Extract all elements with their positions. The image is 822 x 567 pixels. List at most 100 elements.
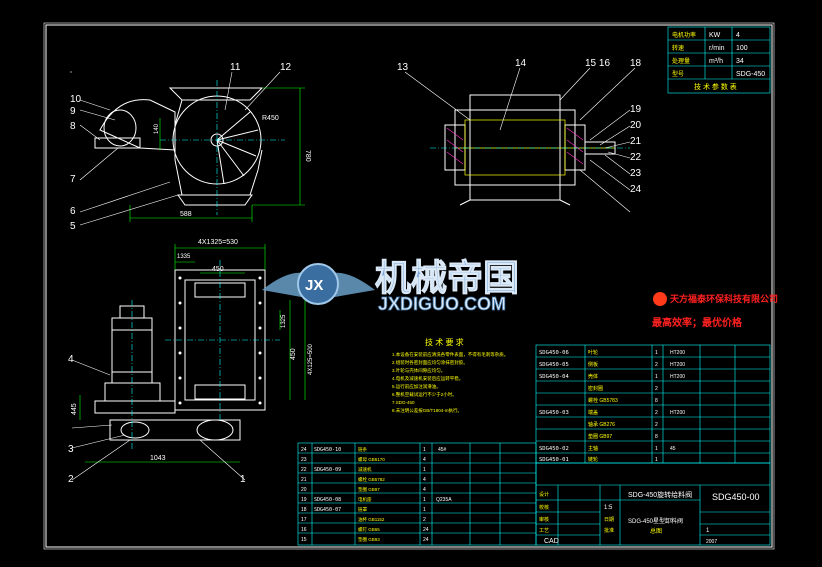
leaders-plan: [71, 359, 246, 481]
bomL-r4-no: 20: [301, 487, 307, 493]
bom-r5-name: 端盖: [588, 409, 598, 416]
dim-plan-e: 1325: [281, 314, 287, 328]
bom-r2-mat: HT200: [670, 374, 685, 380]
bom-r9-qty: 1: [655, 457, 658, 463]
plan-view: [94, 269, 266, 441]
bomL-r3-qty: 4: [423, 477, 426, 483]
spec-r2-c0: 处理量: [672, 57, 690, 65]
logo-gear: [297, 263, 339, 305]
bomL-r0-no: 24: [301, 447, 307, 453]
bom-r8-code: SDG450-02: [539, 446, 569, 452]
tech-note-5: 5.运行前应加注润滑油。: [392, 383, 441, 390]
leaders-section: [404, 67, 636, 213]
tech-note-1: 1.本设备在安装前应清洗各零件表面，不得有毛刺等杂质。: [392, 351, 508, 358]
bomL-r8-no: 16: [301, 527, 307, 533]
balloon-12: 12: [280, 62, 292, 73]
title-label-design: 设计: [539, 491, 549, 498]
bomL-r0-code: SDG450-10: [314, 447, 341, 453]
bomL-r8-qty: 24: [423, 527, 429, 533]
balloon-23: 24: [630, 184, 642, 195]
bomL-r5-code: SDG450-08: [314, 497, 341, 503]
spec-r1-c1: r/min: [709, 45, 725, 52]
balloon-21: 22: [630, 152, 642, 163]
plan-view-dims: [79, 244, 306, 463]
title-sub-name2: 总图: [650, 527, 662, 535]
title-scale: 1:5: [604, 505, 613, 511]
title-label-process: 工艺: [539, 528, 549, 534]
bom-r6-qty: 2: [655, 422, 658, 428]
title-cad: CAD: [544, 538, 559, 545]
dim-top-left-radius: R450: [262, 115, 279, 122]
drawing-frame: [43, 22, 775, 550]
title-sub-name: SDG-450星型卸料阀: [628, 517, 683, 525]
tech-note-2: 2.组装时各密封面应均匀涂抹密封胶。: [392, 359, 468, 366]
tech-note-8: 8.未注明公差按GB/T1804-m执行。: [392, 407, 462, 414]
bomL-r5-no: 19: [301, 497, 307, 503]
title-label-date: 日期: [604, 517, 614, 523]
bom-r8-mat: 45: [670, 446, 676, 452]
bomL-r6-qty: 1: [423, 507, 426, 513]
bom-r7-qty: 8: [655, 434, 658, 440]
balloon-9: 9: [70, 106, 76, 117]
bom-left-grid: [297, 442, 537, 546]
bom-left-text: 24 SDG450-10 链条 1 45# 23 螺母 GB6170 4 22 …: [301, 446, 452, 543]
bom-r4-qty: 8: [655, 398, 658, 404]
balloon-11: 11: [230, 62, 241, 73]
balloon-2: 2: [68, 474, 74, 485]
balloon-19: 20: [630, 120, 642, 131]
spec-r1-c2: 100: [736, 45, 748, 52]
dim-top-left-width: 588: [180, 211, 192, 218]
balloon-15-16: 15 16: [585, 58, 610, 69]
bomL-r6-code: SDG450-07: [314, 507, 341, 513]
spec-r2-c1: m³/h: [709, 58, 723, 65]
bomL-r9-qty: 24: [423, 537, 429, 543]
balloon-20: 21: [630, 136, 642, 147]
side-elevation-view: [94, 87, 264, 206]
bom-r3-qty: 2: [655, 386, 658, 392]
bomL-r3-name: 螺栓 GB5782: [358, 476, 385, 483]
company-slogan: 最高效率；最优价格: [652, 316, 743, 329]
spec-r3-c0: 型号: [672, 70, 684, 78]
balloon-10: 10: [70, 94, 82, 105]
bom-r6-name: 轴承 GB276: [588, 421, 615, 428]
tech-notes-title: 技 术 要 求: [425, 337, 464, 347]
bom-r0-code: SDG450-06: [539, 350, 569, 356]
dim-plan-d: 4X125=500: [308, 343, 314, 375]
section-view-hidden: [455, 119, 615, 176]
title-block-text: SDG450-00 SDG-450旋转给料阀 SDG-450星型卸料阀 总图 1…: [539, 490, 760, 545]
bomL-r1-name: 螺母 GB6170: [358, 456, 385, 463]
bomL-r6-name: 链罩: [358, 506, 367, 513]
bomL-r2-code: SDG450-09: [314, 467, 341, 473]
bomL-r5-qty: 1: [423, 497, 426, 503]
bom-r9-name: 链轮: [588, 456, 598, 463]
spec-r0-c0: 电机功率: [672, 31, 696, 39]
side-elevation-dims: [129, 87, 305, 222]
bomL-r1-no: 23: [301, 457, 307, 463]
bomL-r6-no: 18: [301, 507, 307, 513]
bomL-r1-qty: 4: [423, 457, 426, 463]
bom-r1-code: SDG450-05: [539, 362, 569, 368]
balloon-14: 14: [515, 58, 527, 69]
spec-table-text: 电机功率 KW 4 转速 r/min 100 处理量 m³/h 34 型号 SD…: [672, 31, 765, 91]
bom-r2-code: SDG450-04: [539, 374, 569, 380]
watermark-cn: 机械帝国: [375, 258, 519, 299]
section-view: [444, 94, 616, 206]
tech-notes: 技 术 要 求 1.本设备在安装前应清洗各零件表面，不得有毛刺等杂质。 2.组装…: [392, 337, 508, 414]
tech-note-6: 6.整机空载试运行不少于2小时。: [392, 391, 457, 398]
bom-r5-mat: HT200: [670, 410, 685, 416]
bomL-r2-name: 减速机: [358, 466, 372, 473]
dim-plan-f: 445: [71, 403, 78, 415]
bomL-r5-mat: Q235A: [436, 497, 452, 503]
bom-r2-name: 壳体: [588, 373, 598, 380]
bom-r5-qty: 2: [655, 410, 658, 416]
bom-right-text: SDG450-06 叶轮 1 HT200 SDG450-05 侧板 2 HT20…: [539, 349, 685, 463]
bom-r0-qty: 1: [655, 350, 658, 356]
balloon-8: 8: [70, 121, 76, 132]
dim-plan-a: 1335: [177, 254, 191, 260]
leaders-top-left: [70, 71, 281, 226]
bom-right-grid: [535, 344, 771, 464]
bom-r0-name: 叶轮: [588, 349, 598, 356]
bomL-r9-name: 垫圈 GB93: [358, 536, 380, 543]
balloon-18: 19: [630, 104, 642, 115]
